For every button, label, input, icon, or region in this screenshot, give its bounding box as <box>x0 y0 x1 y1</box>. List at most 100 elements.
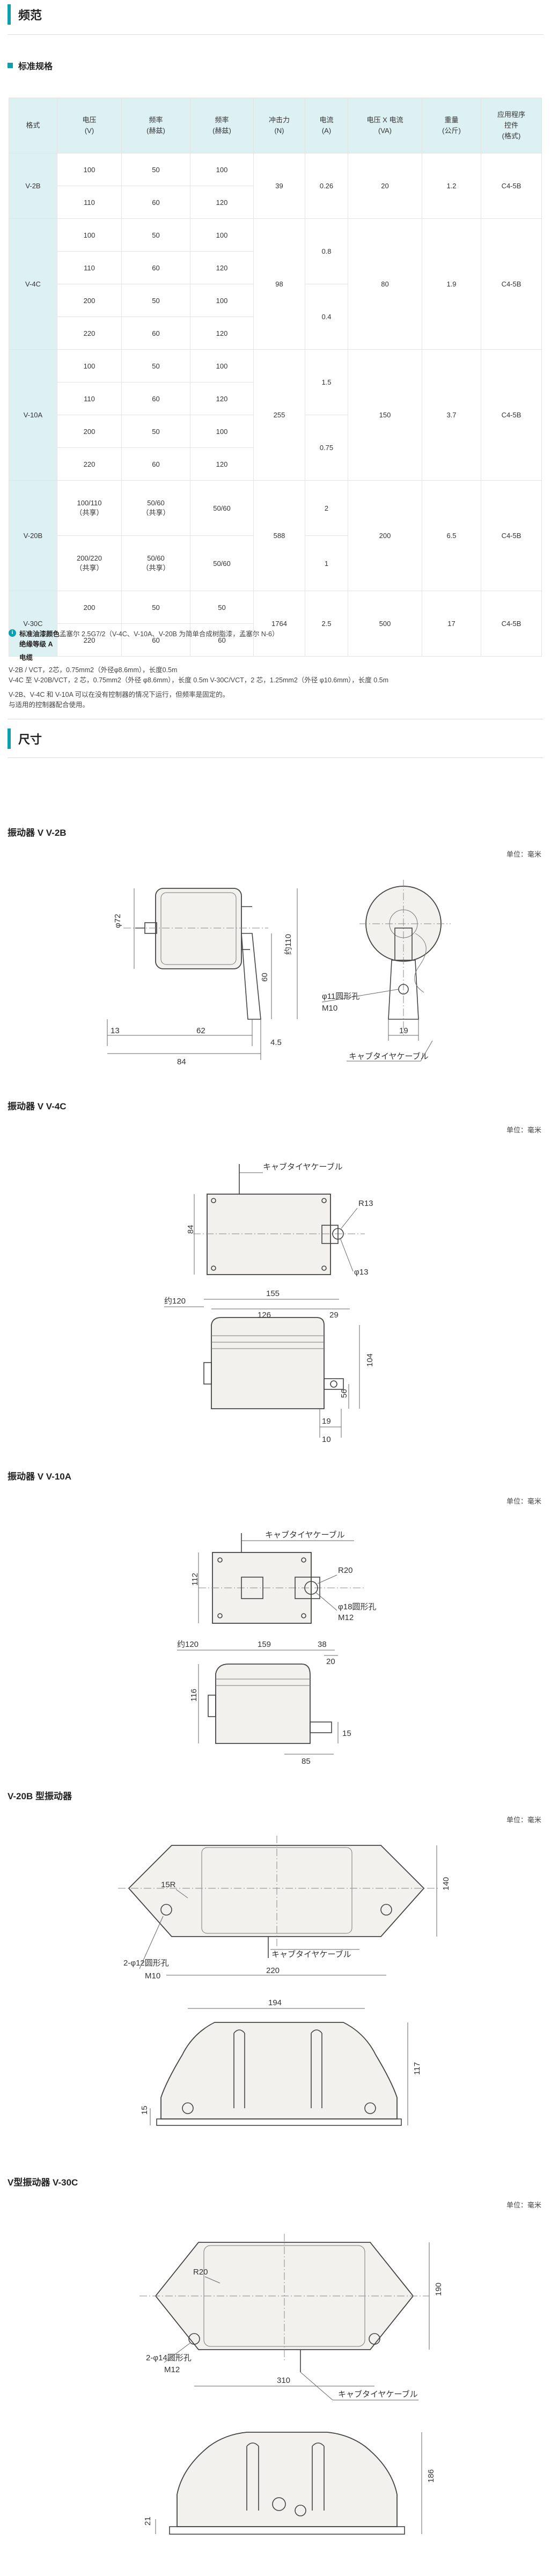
note-paint-value: 孟塞尔 2.5G7/2（V-4C、V-10A、V-20B 为简单合成树脂漆，孟塞… <box>60 630 279 638</box>
model-cell-v4c: V-4C <box>9 218 57 350</box>
table-row: V-2B 100 50 100 39 0.26 20 1.2 C4-5B <box>9 153 542 219</box>
cell: 120 <box>190 317 254 350</box>
cell: 220 <box>57 317 122 350</box>
cell: 50 <box>121 349 190 382</box>
unit-label: 单位：毫米 <box>506 1497 541 1505</box>
label-m10: M10 <box>322 1004 337 1013</box>
table-row: V-10A 100 50 100 255 1.5 150 3.7 C4-5B <box>9 349 542 481</box>
dim-d120: 约120 <box>164 1297 186 1306</box>
cell: 1.9 <box>422 218 481 350</box>
cell: 100 <box>190 284 254 317</box>
drawing-v10a: キャブタイヤケーブル R20 φ18圆形孔 M12 112 约120 159 3… <box>177 1530 376 1766</box>
cell: 100 <box>190 415 254 448</box>
note-controller: V-2B、V-4C 和 V-10A 可以在没有控制器的情况下运行，但频率是固定的… <box>9 691 230 698</box>
spec-subsection-header: 标准规格 <box>8 59 53 72</box>
unit-label: 单位：毫米 <box>506 1126 541 1134</box>
spec-table: 格式 电压 (V) 频率 (赫兹) 频率 (赫兹) 冲击力 (N) 电流 (A)… <box>9 98 542 657</box>
cell: 120 <box>190 186 254 219</box>
cell: 0.75 <box>305 415 348 481</box>
cell: 1764 <box>253 591 305 657</box>
cell: 2 <box>305 480 348 536</box>
cell: 120 <box>190 382 254 415</box>
subsection-title: 标准规格 <box>18 62 53 71</box>
dim-d190: 190 <box>434 2283 443 2296</box>
col-header-frequency: 频率 (赫兹) <box>121 98 190 153</box>
dim-d72: φ72 <box>113 914 122 928</box>
dim-d155: 155 <box>266 1289 280 1298</box>
label-r20: R20 <box>338 1566 353 1575</box>
table-row: 110 60 120 <box>9 186 542 219</box>
note-insulation: 绝缘等级 A <box>9 639 540 650</box>
cell: 150 <box>348 349 422 481</box>
cell: 60 <box>121 447 190 481</box>
dim-d45: 4.5 <box>270 1038 282 1047</box>
cell: 60 <box>121 251 190 284</box>
dim-d85: 85 <box>302 1757 311 1766</box>
model-cell-v30c: V-30C <box>9 591 57 657</box>
cell: 60 <box>121 382 190 415</box>
unit-label: 单位：毫米 <box>506 850 541 858</box>
cell: 50/60 <box>190 480 254 536</box>
label-holes: 2-φ14圆形孔 <box>146 2353 192 2362</box>
cell: 588 <box>253 480 305 591</box>
cell: 100 <box>190 218 254 252</box>
label-hole: φ11圆形孔 <box>322 992 359 1001</box>
cell: 2.5 <box>305 591 348 657</box>
spec-notes: i 标准油漆颜色孟塞尔 2.5G7/2（V-4C、V-10A、V-20B 为简单… <box>9 629 540 710</box>
cell: 50 <box>121 591 190 624</box>
table-row: 200/220 （共享） 50/60 （共享） 50/60 1 <box>9 535 542 591</box>
dim-d20: 20 <box>326 1657 335 1666</box>
cell: 200/220 （共享） <box>57 535 122 591</box>
cell: C4-5B <box>481 349 542 481</box>
label-cable: キャブタイヤケーブル <box>263 1162 343 1172</box>
cell: 255 <box>253 349 305 481</box>
note-label-paint: 标准油漆颜色 <box>19 630 60 638</box>
drawing-title-v30c: V型振动器 V-30C <box>8 2177 78 2188</box>
dim-d84: 84 <box>186 1225 195 1234</box>
col-header-voltage: 电压 (V) <box>57 98 122 153</box>
col-header-model: 格式 <box>9 98 57 153</box>
dim-d220: 220 <box>266 1966 280 1975</box>
cell: 220 <box>57 623 122 657</box>
section-accent-bar <box>8 728 11 749</box>
col-header-va: 电压 X 电流 (VA) <box>348 98 422 153</box>
unit-label: 单位：毫米 <box>506 2201 541 2209</box>
cell: 6.5 <box>422 480 481 591</box>
col-header-control: 应用程序 控件 (格式) <box>481 98 542 153</box>
dim-d21: 21 <box>143 2516 152 2526</box>
cell: C4-5B <box>481 218 542 350</box>
col-header-force: 冲击力 (N) <box>253 98 305 153</box>
cell: 50/60 <box>190 535 254 591</box>
cell: 220 <box>57 447 122 481</box>
note-paint: i 标准油漆颜色孟塞尔 2.5G7/2（V-4C、V-10A、V-20B 为简单… <box>9 629 540 639</box>
table-row: 110 60 120 <box>9 251 542 284</box>
cell: 50/60 （共享） <box>121 535 190 591</box>
cell: 50 <box>121 153 190 186</box>
note-insulation-text: 绝缘等级 A <box>19 641 53 648</box>
note-cable-v2b: V-2B / VCT，2芯，0.75mm2（外径φ8.6mm），长度0.5m <box>9 666 178 674</box>
cell: 200 <box>57 415 122 448</box>
section-title: 尺寸 <box>18 733 42 746</box>
model-cell-v2b: V-2B <box>9 153 57 219</box>
info-icon: i <box>9 629 16 637</box>
label-cable: キャブタイヤケーブル <box>271 1949 351 1959</box>
cell: 200 <box>57 284 122 317</box>
cell: 110 <box>57 251 122 284</box>
cell: 17 <box>422 591 481 657</box>
label-cable: キャブタイヤケーブル <box>338 2389 418 2399</box>
cell: 60 <box>121 623 190 657</box>
cell: 50 <box>121 284 190 317</box>
dim-d56: 56 <box>340 1389 349 1398</box>
table-row: 220 60 120 <box>9 317 542 350</box>
drawing-title-v20b: V-20B 型振动器 <box>8 1791 72 1801</box>
cell: 1 <box>305 535 348 591</box>
label-cable: キャブタイヤケーブル <box>349 1051 429 1061</box>
cell: 120 <box>190 447 254 481</box>
cell: 100 <box>57 218 122 252</box>
section-divider <box>8 757 543 758</box>
label-m12: M12 <box>164 2365 180 2374</box>
dim-d116: 116 <box>189 1689 199 1702</box>
cell: 0.26 <box>305 153 348 219</box>
cell: 60 <box>121 186 190 219</box>
